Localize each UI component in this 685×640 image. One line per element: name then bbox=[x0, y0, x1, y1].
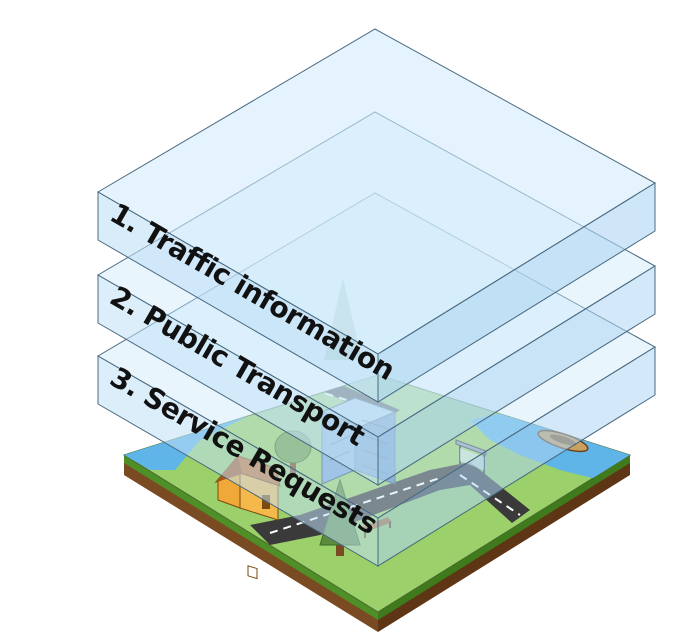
city-ground-tile bbox=[122, 278, 632, 632]
tile-left-grass-rim bbox=[124, 455, 378, 620]
tile-right-grass-rim bbox=[378, 455, 630, 620]
glass-layer-1: 1. Traffic information bbox=[97, 28, 656, 403]
road-branch-dash bbox=[459, 474, 521, 516]
